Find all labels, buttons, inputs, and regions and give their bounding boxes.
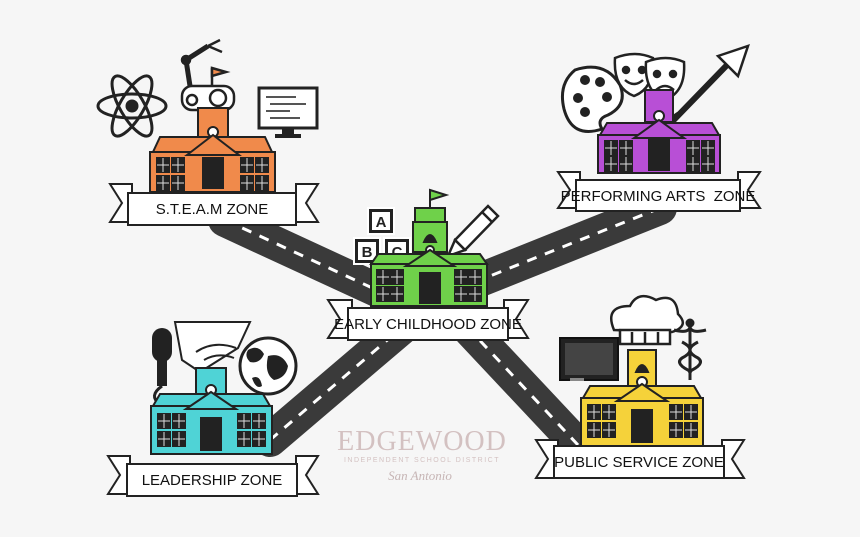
steam-school-building [150, 108, 275, 192]
watermark-tagline: INDEPENDENT SCHOOL DISTRICT [344, 457, 500, 464]
public-zone-label: PUBLIC SERVICE ZONE [554, 454, 724, 471]
atom-icon [98, 71, 166, 142]
paint-palette-icon [562, 67, 622, 131]
block-b-letter: B [362, 244, 373, 261]
computer-monitor-icon [259, 88, 317, 138]
leadership-zone-banner: LEADERSHIP ZONE [108, 456, 318, 496]
arts-zone-banner: PERFORMING ARTS ZONE [558, 172, 760, 211]
arts-zone-label: PERFORMING ARTS ZONE [561, 188, 756, 205]
steam-zone-label: S.T.E.A.M ZONE [156, 201, 269, 218]
robot-arm-icon [182, 40, 234, 110]
crayon-icon [448, 206, 498, 256]
public-zone-banner: PUBLIC SERVICE ZONE [536, 440, 744, 478]
chalkboard-icon [560, 338, 618, 381]
watermark-name: EDGEWOOD [337, 426, 507, 457]
chef-hat-icon [611, 296, 683, 344]
edgewood-watermark: EDGEWOOD INDEPENDENT SCHOOL DISTRICT San… [337, 426, 507, 483]
globe-icon [240, 338, 296, 394]
steam-zone: S.T.E.A.M ZONE [98, 40, 318, 225]
early-zone-label: EARLY CHILDHOOD ZONE [334, 316, 522, 333]
watermark-signature: San Antonio [388, 468, 452, 483]
block-a-letter: A [376, 214, 387, 231]
public-zone: PUBLIC SERVICE ZONE [536, 296, 744, 478]
arts-zone: PERFORMING ARTS ZONE [558, 46, 760, 211]
leadership-zone-label: LEADERSHIP ZONE [142, 472, 283, 489]
